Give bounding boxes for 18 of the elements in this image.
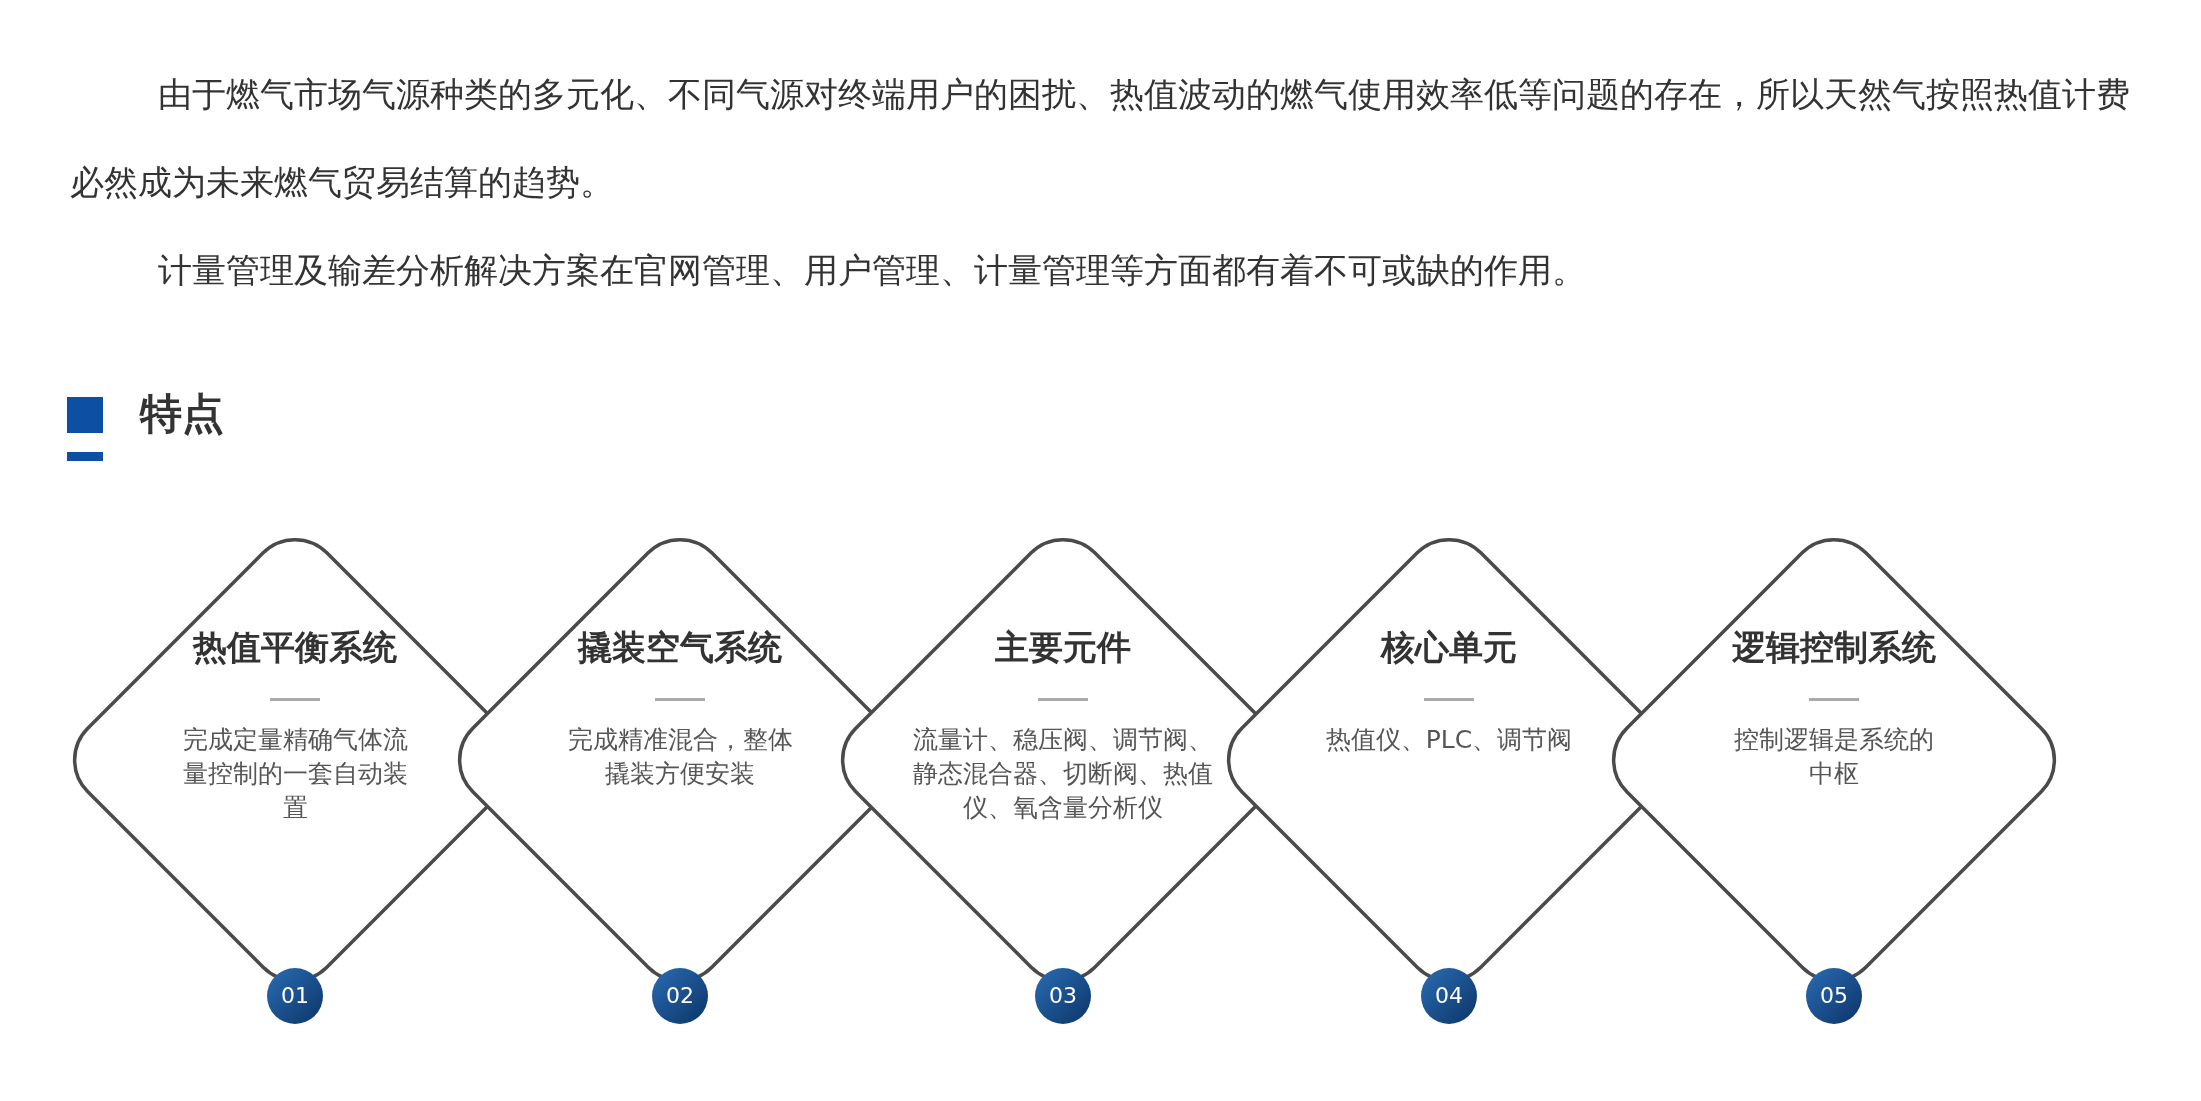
number-badge: 04 <box>1421 968 1477 1024</box>
card-heading: 核心单元 <box>1379 626 1518 669</box>
card-heading: 逻辑控制系统 <box>1731 626 1937 669</box>
card-description: 完成精准混合，整体撬装方便安装 <box>566 724 794 790</box>
card-heading: 热值平衡系统 <box>191 626 398 669</box>
number-badge: 05 <box>1806 968 1862 1024</box>
paragraph: 由于燃气市场气源种类的多元化、不同气源对终端用户的困扰、热值波动的燃气使用效率低等问题的存在，所以天然气按照热值计费必然成为未来燃气贸易结算的趋势。 <box>70 73 2130 204</box>
number-badge: 01 <box>267 968 323 1024</box>
number-badge: 02 <box>652 968 708 1024</box>
card-description: 热值仪、PLC、调节阀 <box>1324 724 1574 756</box>
card-heading: 撬装空气系统 <box>576 626 783 669</box>
card-description: 控制逻辑是系统的中枢 <box>1734 724 1934 790</box>
card-description: 完成定量精确气体流量控制的一套自动装置 <box>181 724 409 824</box>
paragraph: 计量管理及输差分析解决方案在官网管理、用户管理、计量管理等方面都有着不可或缺的作用。 <box>157 249 1587 292</box>
section-heading: 特点 <box>140 388 224 440</box>
card-heading: 主要元件 <box>994 626 1132 669</box>
number-badge: 03 <box>1035 968 1091 1024</box>
card-description: 流量计、稳压阀、调节阀、静态混合器、切断阀、热值仪、氧含量分析仪 <box>912 724 1214 824</box>
